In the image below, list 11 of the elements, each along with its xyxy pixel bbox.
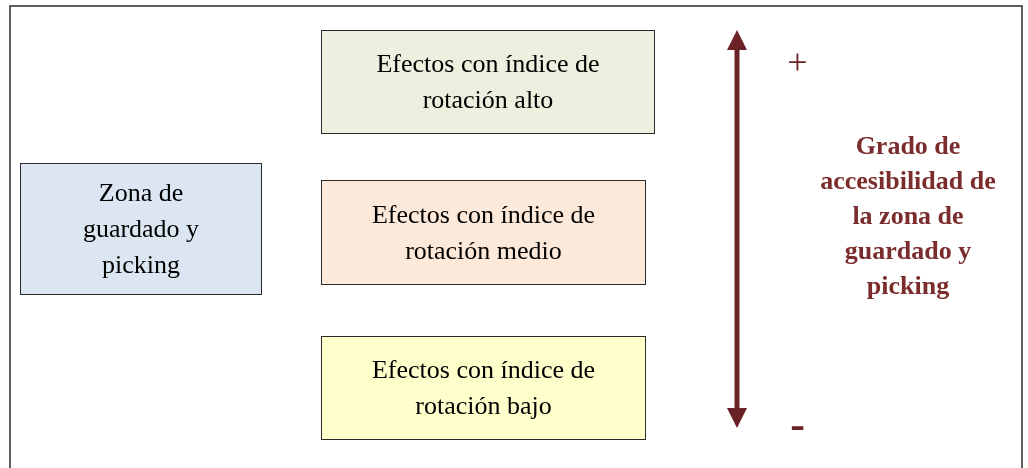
process-box: [321, 336, 646, 440]
box-text: Efectos con índice de rotación bajo: [370, 354, 597, 422]
plus-sign: +: [786, 42, 809, 82]
box-text: Efectos con índice de rotación alto: [375, 48, 601, 116]
box-text: Efectos con índice de rotación medio: [370, 198, 597, 267]
box-text: Zona de guardado y picking: [81, 177, 201, 281]
process-box: [20, 163, 262, 295]
axis-label: Grado de accesibilidad de la zona de guardado y picking: [819, 130, 997, 302]
process-box: [321, 180, 646, 285]
minus-sign: -: [789, 402, 806, 448]
process-box: [321, 30, 655, 134]
